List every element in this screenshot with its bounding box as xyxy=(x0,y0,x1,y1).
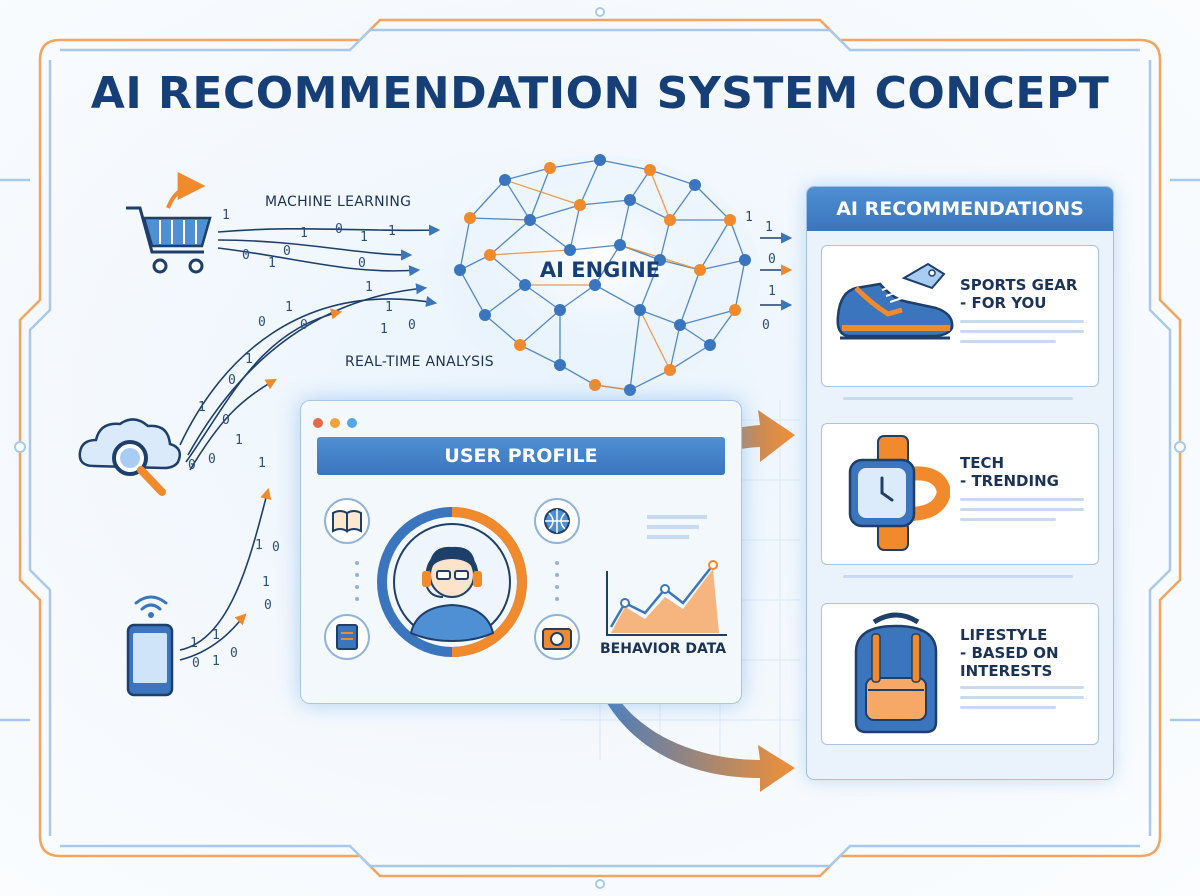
recommendation-subtitle: - BASED ON xyxy=(960,644,1059,662)
binary-bit: 0 xyxy=(264,598,272,613)
binary-bit: 1 xyxy=(385,300,393,315)
binary-bit: 0 xyxy=(192,656,200,671)
notebook-icon xyxy=(324,614,370,660)
binary-bit: 0 xyxy=(222,413,230,428)
recommendation-card[interactable]: LIFESTYLE - BASED ON INTERESTS xyxy=(821,603,1099,745)
binary-bit: 0 xyxy=(228,373,236,388)
binary-bit: 0 xyxy=(283,244,291,259)
binary-bit: 1 xyxy=(285,300,293,315)
chart-icon xyxy=(606,515,727,636)
binary-bit: 1 xyxy=(768,284,776,299)
binary-bit: 1 xyxy=(212,628,220,643)
binary-bit: 0 xyxy=(272,540,280,555)
window-controls xyxy=(313,413,364,432)
binary-bit: 1 xyxy=(365,280,373,295)
binary-bit: 0 xyxy=(335,222,343,237)
text-placeholder-line xyxy=(960,706,1056,709)
smartwatch-icon xyxy=(848,435,950,551)
behavior-data-label: BEHAVIOR DATA xyxy=(600,641,727,657)
recommendation-title: SPORTS GEAR xyxy=(960,276,1078,294)
binary-bit: 1 xyxy=(262,575,270,590)
recommendation-title: TECH xyxy=(960,454,1005,472)
machine-learning-label: MACHINE LEARNING xyxy=(265,194,412,210)
dotted-connector xyxy=(355,561,359,601)
binary-bit: 1 xyxy=(360,230,368,245)
window-dot-icon[interactable] xyxy=(347,418,357,428)
text-placeholder-line xyxy=(843,397,1073,400)
ai-engine-label: AI ENGINE xyxy=(539,258,661,282)
window-dot-icon[interactable] xyxy=(313,418,323,428)
user-profile-header: USER PROFILE xyxy=(317,437,725,475)
binary-bit: 0 xyxy=(230,646,238,661)
camera-icon xyxy=(534,614,580,660)
binary-bit: 1 xyxy=(198,400,206,415)
binary-bit: 0 xyxy=(762,318,770,333)
binary-bit: 0 xyxy=(242,248,250,263)
text-placeholder-line xyxy=(960,696,1084,699)
binary-bit: 0 xyxy=(258,315,266,330)
binary-bit: 0 xyxy=(300,318,308,333)
ai-engine-network-icon xyxy=(440,154,760,396)
user-avatar-icon xyxy=(377,507,527,657)
binary-bit: 1 xyxy=(222,208,230,223)
text-placeholder-line xyxy=(960,340,1056,343)
binary-bit: 0 xyxy=(358,256,366,271)
ai-recommendations-panel: AI RECOMMENDATIONS SPORTS GEAR - FOR YOU… xyxy=(806,186,1114,780)
book-icon xyxy=(324,498,370,544)
text-placeholder-line xyxy=(960,330,1084,333)
binary-bit: 0 xyxy=(408,318,416,333)
shopping-cart-icon xyxy=(126,206,212,274)
binary-bit: 1 xyxy=(268,256,276,271)
binary-bit: 1 xyxy=(190,636,198,651)
recommendation-subtitle: INTERESTS xyxy=(960,662,1053,680)
globe-icon xyxy=(534,498,580,544)
binary-bit: 1 xyxy=(235,433,243,448)
binary-bit: 1 xyxy=(380,322,388,337)
sneaker-icon xyxy=(836,262,954,340)
cloud-search-icon xyxy=(78,418,181,496)
recommendation-subtitle: - FOR YOU xyxy=(960,294,1047,312)
dotted-connector xyxy=(555,561,559,601)
binary-bit: 1 xyxy=(388,224,396,239)
recommendation-card[interactable]: TECH - TRENDING xyxy=(821,423,1099,565)
recommendation-title: LIFESTYLE xyxy=(960,626,1048,644)
binary-bit: 0 xyxy=(768,252,776,267)
real-time-analysis-label: REAL-TIME ANALYSIS xyxy=(345,354,494,370)
text-placeholder-line xyxy=(843,575,1073,578)
binary-bit: 1 xyxy=(765,220,773,235)
smartphone-icon xyxy=(126,595,174,697)
recommendations-header: AI RECOMMENDATIONS xyxy=(807,187,1113,231)
text-placeholder-line xyxy=(960,498,1084,501)
binary-bit: 0 xyxy=(188,458,196,473)
text-placeholder-line xyxy=(960,320,1084,323)
binary-bit: 1 xyxy=(212,654,220,669)
text-placeholder-line xyxy=(960,686,1084,689)
binary-bit: 1 xyxy=(258,456,266,471)
text-placeholder-line xyxy=(960,508,1084,511)
user-profile-window: USER PROFILE xyxy=(300,400,742,704)
window-dot-icon[interactable] xyxy=(330,418,340,428)
binary-bit: 1 xyxy=(245,352,253,367)
recommendation-card[interactable]: SPORTS GEAR - FOR YOU xyxy=(821,245,1099,387)
binary-bit: 1 xyxy=(255,538,263,553)
backpack-icon xyxy=(854,612,938,734)
recommendation-subtitle: - TRENDING xyxy=(960,472,1059,490)
binary-bit: 0 xyxy=(208,452,216,467)
page-title: AI RECOMMENDATION SYSTEM CONCEPT xyxy=(90,68,1110,119)
binary-bit: 1 xyxy=(745,210,753,225)
text-placeholder-line xyxy=(960,518,1056,521)
binary-bit: 1 xyxy=(300,226,308,241)
